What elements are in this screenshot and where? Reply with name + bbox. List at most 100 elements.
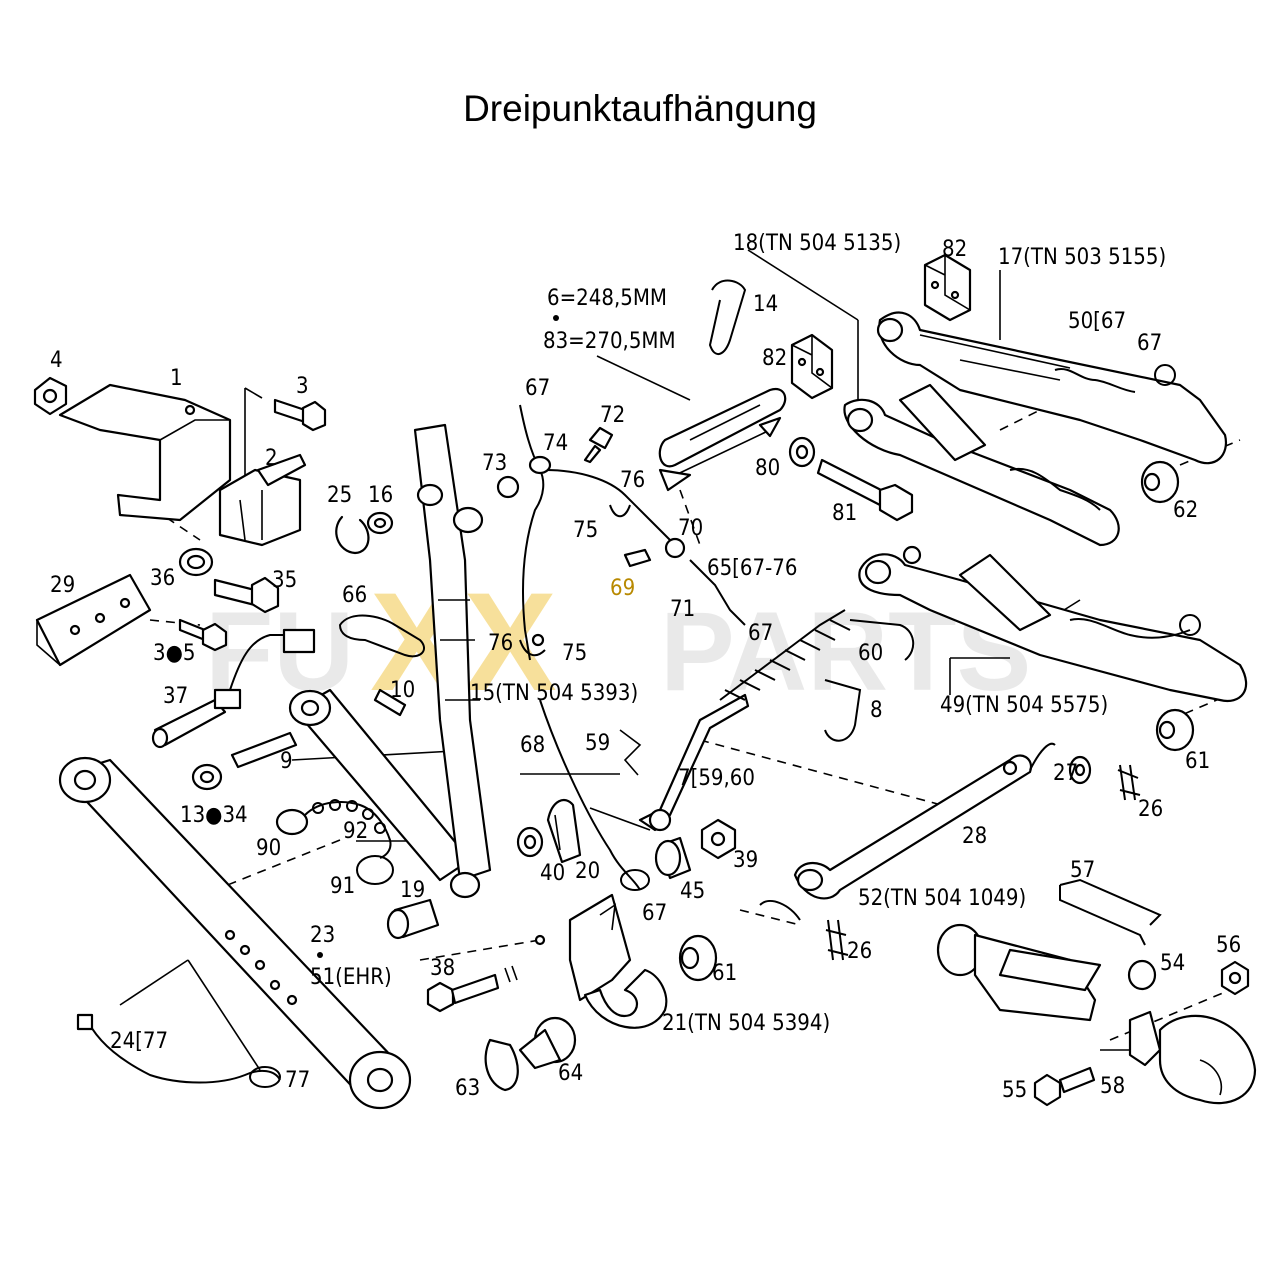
part-25-clip bbox=[335, 515, 370, 555]
label-16: 16 bbox=[368, 483, 393, 508]
label-14: 14 bbox=[753, 292, 778, 317]
label-64: 64 bbox=[558, 1061, 583, 1086]
label-58: 58 bbox=[1100, 1074, 1125, 1099]
label-67b: 67 bbox=[1137, 331, 1162, 356]
part-80-washer bbox=[788, 436, 816, 468]
label-59: 59 bbox=[585, 731, 610, 756]
part-3-bolt bbox=[273, 398, 327, 432]
label-57: 57 bbox=[1070, 858, 1095, 883]
part-75-76-clips bbox=[519, 504, 631, 657]
label-13-34: 13●34 bbox=[180, 803, 248, 828]
label-19: 19 bbox=[400, 878, 425, 903]
part-28-stabilizer bbox=[793, 742, 1056, 900]
label-83: 83=270,5MM bbox=[543, 329, 676, 354]
label-72: 72 bbox=[600, 403, 625, 428]
label-26a: 26 bbox=[1138, 797, 1163, 822]
label-27: 27 bbox=[1053, 761, 1078, 786]
part-27-washer bbox=[1068, 755, 1092, 785]
part-35-bolt bbox=[213, 576, 280, 614]
label-52: 52(TN 504 1049) bbox=[858, 886, 1026, 911]
part-19-bushing bbox=[386, 898, 440, 940]
part-7-linkage bbox=[619, 693, 750, 832]
part-29-plate bbox=[35, 573, 152, 667]
part-68-rod bbox=[539, 699, 650, 891]
label-35: 35 bbox=[272, 568, 297, 593]
label-50: 50[67 bbox=[1068, 309, 1126, 334]
part-90-92-chain bbox=[275, 799, 392, 859]
label-21: 21(TN 504 5394) bbox=[662, 1011, 830, 1036]
label-62: 62 bbox=[1173, 498, 1198, 523]
label-82b: 82 bbox=[762, 346, 787, 371]
part-3-5-bolt bbox=[178, 618, 228, 652]
label-1: 1 bbox=[170, 366, 183, 391]
part-52-hitch bbox=[936, 923, 1102, 1022]
label-70: 70 bbox=[678, 516, 703, 541]
part-49-top-link bbox=[858, 545, 1248, 703]
part-82b-block bbox=[790, 333, 834, 400]
label-56: 56 bbox=[1216, 933, 1241, 958]
label-7: 7[59,60 bbox=[678, 766, 755, 791]
part-40-washer bbox=[516, 826, 544, 858]
label-91: 91 bbox=[330, 874, 355, 899]
label-10: 10 bbox=[390, 678, 415, 703]
label-61a: 61 bbox=[712, 961, 737, 986]
part-37-sensor bbox=[151, 628, 316, 749]
part-45-bushing bbox=[654, 836, 692, 880]
label-69: 69 bbox=[610, 576, 635, 601]
label-26b: 26 bbox=[847, 939, 872, 964]
part-62-bushing bbox=[1140, 460, 1180, 504]
part-18-top-link-lower bbox=[843, 383, 1120, 547]
bullet-23 bbox=[317, 952, 323, 958]
part-64-bushing bbox=[518, 1016, 577, 1070]
part-16-washer bbox=[366, 511, 394, 535]
part-57-bracket bbox=[1059, 878, 1162, 946]
label-8: 8 bbox=[870, 698, 883, 723]
label-49: 49(TN 504 5575) bbox=[940, 693, 1108, 718]
label-67c: 67 bbox=[748, 621, 773, 646]
part-20-link bbox=[546, 798, 582, 864]
label-65: 65[67-76 bbox=[707, 556, 797, 581]
label-20: 20 bbox=[575, 859, 600, 884]
part-9-pin bbox=[230, 731, 298, 769]
part-13-34-washer bbox=[191, 763, 223, 791]
page-title: Dreipunktaufhängung bbox=[463, 88, 817, 129]
label-75a: 75 bbox=[573, 518, 598, 543]
label-90: 90 bbox=[256, 836, 281, 861]
label-45: 45 bbox=[680, 879, 705, 904]
label-18: 18(TN 504 5135) bbox=[733, 231, 901, 256]
label-80: 80 bbox=[755, 456, 780, 481]
part-15-lift-rod bbox=[413, 423, 492, 899]
label-54: 54 bbox=[1160, 951, 1185, 976]
part-21-hook bbox=[568, 893, 668, 1029]
part-73-nut bbox=[496, 475, 520, 499]
label-63: 63 bbox=[455, 1076, 480, 1101]
label-15: 15(TN 504 5393) bbox=[470, 681, 638, 706]
part-6-83-plate bbox=[658, 387, 787, 492]
label-73: 73 bbox=[482, 451, 507, 476]
part-1-bracket bbox=[58, 383, 232, 522]
label-61b: 61 bbox=[1185, 749, 1210, 774]
label-92: 92 bbox=[343, 819, 368, 844]
part-72-screw bbox=[583, 426, 614, 464]
label-76b: 76 bbox=[488, 631, 513, 656]
part-10-pin bbox=[373, 688, 407, 717]
part-17-18-top-link bbox=[876, 311, 1228, 465]
label-23: 23 bbox=[310, 923, 335, 948]
part-39-nut bbox=[700, 818, 737, 860]
label-55: 55 bbox=[1002, 1078, 1027, 1103]
label-3: 3 bbox=[296, 374, 309, 399]
label-67a: 67 bbox=[525, 376, 550, 401]
label-75b: 75 bbox=[562, 641, 587, 666]
part-61a-bushing bbox=[678, 934, 718, 982]
part-70-joint bbox=[623, 537, 746, 626]
label-82a: 82 bbox=[942, 237, 967, 262]
label-76a: 76 bbox=[620, 468, 645, 493]
lower-link-left bbox=[58, 756, 412, 1110]
label-38: 38 bbox=[430, 956, 455, 981]
bullet-6 bbox=[553, 315, 559, 321]
part-26b-clip bbox=[759, 900, 849, 961]
label-67d: 67 bbox=[642, 901, 667, 926]
label-24-77: 24[77 bbox=[110, 1029, 168, 1054]
